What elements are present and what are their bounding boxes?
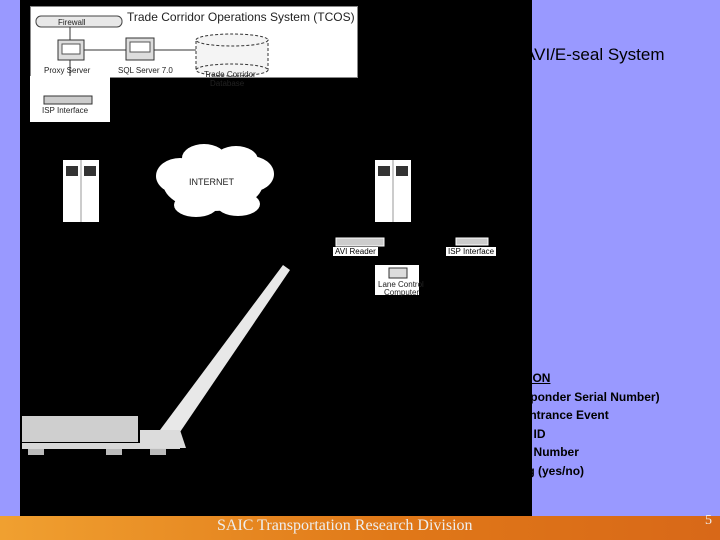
user-info-item: Shipping Facility ID (430, 425, 660, 444)
page-number: 5 (705, 513, 712, 528)
isp-interface-right-label: ISP Interface (446, 247, 497, 256)
building-left-icon (63, 160, 99, 222)
user-info-item: Vehicle ID (Transponder Serial Number) (430, 388, 659, 407)
footer-bar (0, 516, 720, 540)
proxy-server-label: Proxy Server (44, 66, 91, 75)
radio-beam (160, 265, 290, 435)
avi-reader-label: AVI Reader (333, 247, 378, 256)
lane-computer-icon (375, 265, 419, 295)
internet-label: INTERNET (189, 177, 234, 187)
firewall-label: Firewall (58, 18, 86, 27)
slide-title: The “Trans.Corridor” AVI/E-seal System (366, 45, 665, 64)
tcos-title: Trade Corridor Operations System (TCOS) (127, 10, 355, 24)
internet-cloud (156, 144, 274, 217)
database-icon (195, 33, 269, 77)
building-right-icon (375, 160, 411, 222)
lane-computer-label-1: Lane Control (378, 280, 424, 289)
user-info-item: E-Seal Tampering (yes/no) (430, 462, 660, 481)
user-information: USER INFORMATION Vehicle ID (Transponder… (430, 369, 660, 481)
truck-icon (22, 416, 186, 455)
left-margin (0, 0, 20, 515)
sql-server-label: SQL Server 7.0 (118, 66, 173, 75)
database-label-1: Trade Corridor (204, 70, 256, 79)
footer-text: SAIC Transportation Research Division (217, 517, 473, 534)
user-info-heading: USER INFORMATION (430, 371, 551, 385)
user-info-item: Date & Time of Entrance Event (430, 406, 660, 425)
user-info-item: Container E-Seal Number (430, 443, 660, 462)
database-label-2: Database (210, 79, 245, 88)
isp-device-icon (43, 95, 93, 105)
lane-computer-label-2: Computer (384, 288, 420, 297)
firewall-shape (35, 15, 123, 28)
avi-reader-icon (335, 237, 385, 247)
isp-interface-right-icon (455, 237, 489, 246)
isp-interface-label: ISP Interface (42, 106, 89, 115)
